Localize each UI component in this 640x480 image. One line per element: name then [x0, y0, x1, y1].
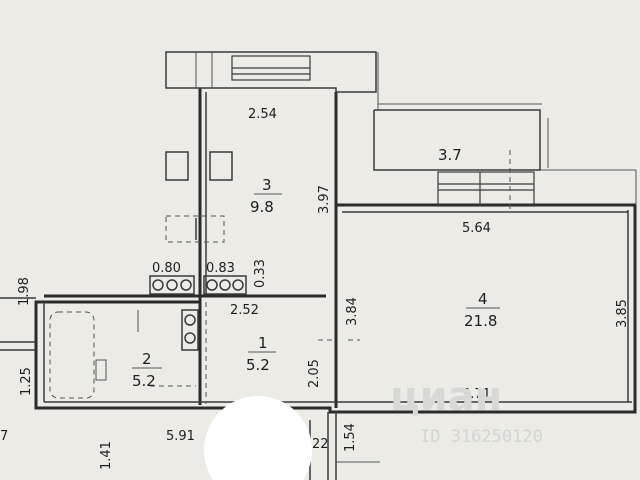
dim-3-85: 3.85 [615, 299, 630, 328]
dim-2-52: 2.52 [230, 303, 259, 318]
dim-0-33: 0.33 [253, 259, 268, 288]
room-3-number: 3 [262, 176, 272, 194]
dim-0-83: 0.83 [206, 261, 235, 276]
room-1-label: 1 5.2 [246, 334, 276, 374]
dim-3-97: 3.97 [317, 185, 332, 214]
dim-5-64: 5.64 [462, 221, 491, 236]
room-1-number: 1 [258, 334, 268, 352]
dimension-labels: 2.54 3.7 3.97 5.64 0.80 0.83 0.33 1.98 2… [0, 107, 630, 470]
dim-1-54: 1.54 [343, 423, 358, 452]
room-4-label: 4 21.8 [464, 290, 500, 330]
room-3-area: 9.8 [250, 198, 274, 216]
dim-5-71: 5.71 [462, 387, 491, 402]
dim-5-91: 5.91 [166, 429, 195, 444]
balcony-right [373, 103, 637, 212]
room-2-label: 2 5.2 [132, 350, 162, 390]
dim-3-84: 3.84 [345, 297, 360, 326]
dim-2-54: 2.54 [248, 107, 277, 122]
bathtub [49, 311, 107, 399]
room-4-number: 4 [478, 290, 488, 308]
dim-7: 7 [0, 429, 8, 444]
watermark-listing-id: ID 316250120 [420, 427, 543, 447]
room-4-area: 21.8 [464, 312, 497, 330]
dim-1-41: 1.41 [99, 441, 114, 470]
room-2-number: 2 [142, 350, 152, 368]
balcony-top-left [165, 51, 379, 110]
dim-0-80: 0.80 [152, 261, 181, 276]
room-1-area: 5.2 [246, 356, 270, 374]
room-3-label: 3 9.8 [250, 176, 282, 216]
dim-1-25: 1.25 [19, 367, 34, 396]
external-lines [0, 297, 380, 480]
dim-1-98: 1.98 [17, 277, 32, 306]
dim-22: 22 [312, 437, 329, 452]
walls [34, 88, 637, 414]
dim-2-05: 2.05 [307, 359, 322, 388]
dim-3-7: 3.7 [438, 146, 462, 164]
wall-fixtures [137, 151, 247, 351]
watermark-brand: циан [390, 374, 502, 420]
redaction-blob [204, 396, 312, 480]
room-2-area: 5.2 [132, 372, 156, 390]
